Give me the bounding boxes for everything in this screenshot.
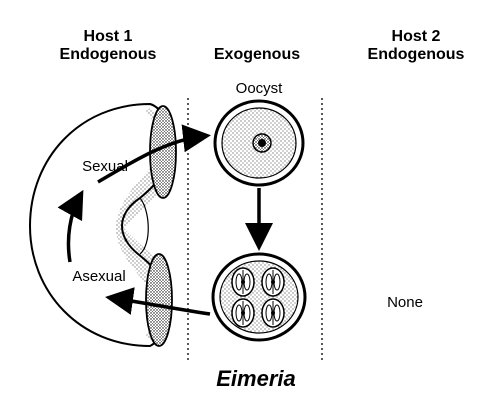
host1-header-line1: Host 1 [83, 28, 133, 45]
sporocyst-top-left [231, 267, 255, 297]
exogenous-header: Exogenous [200, 46, 314, 64]
host2-header: Host 2 Endogenous [356, 28, 476, 64]
intestine-wall-line [139, 197, 149, 255]
oocyst-label: Oocyst [235, 80, 283, 97]
oocyst-sporulated [211, 252, 307, 342]
host1-header-line2: Endogenous [59, 46, 157, 63]
host2-header-line2: Endogenous [367, 46, 465, 63]
sporulated-inner-wall [219, 260, 299, 334]
sexual-label: Sexual [82, 158, 128, 175]
arrow-oocyst-to-host [105, 287, 211, 316]
sporocyst-top-right [261, 267, 285, 297]
diagram-title: Eimeria [216, 366, 296, 391]
asexual-label: Asexual [72, 268, 126, 285]
exogenous-header-line1: Exogenous [213, 46, 301, 63]
arrow-sexual-to-oocyst [97, 124, 211, 184]
host2-header-line1: Host 2 [391, 28, 441, 45]
host-intestine [28, 102, 177, 348]
oocyst-nucleus-core [258, 139, 266, 147]
sporocyst-bottom-right [261, 298, 285, 328]
sporocyst-bottom-left [231, 298, 255, 328]
oocyst-unsporulated [213, 99, 305, 187]
host1-header: Host 1 Endogenous [48, 28, 168, 64]
arrow-asexual-to-sexual [57, 189, 84, 263]
none-label: None [387, 294, 423, 311]
intestine-bottom-opening [145, 253, 173, 347]
